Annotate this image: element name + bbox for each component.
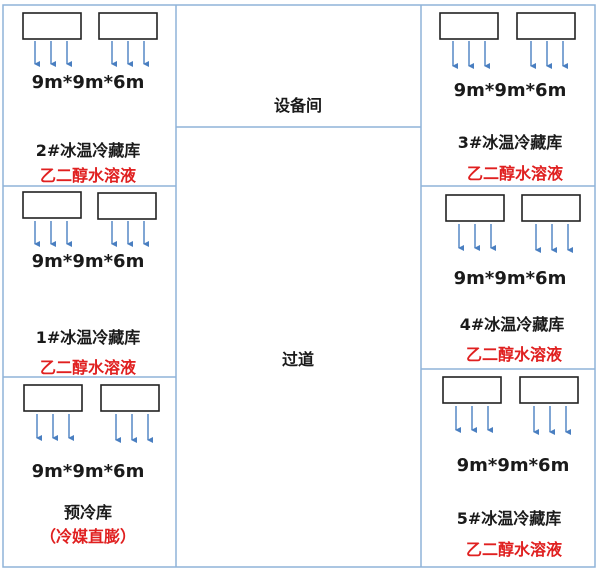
corridor-label: 过道 xyxy=(282,350,314,369)
room-name: 5#冰温冷藏库 xyxy=(457,509,562,528)
room-name: 预冷库 xyxy=(64,503,112,522)
evaporator-unit xyxy=(23,384,83,412)
airflow-arrows xyxy=(458,224,573,253)
room-name: 3#冰温冷藏库 xyxy=(458,133,563,152)
room-name: 2#冰温冷藏库 xyxy=(36,141,141,160)
evaporator-unit xyxy=(22,12,82,40)
room-dimensions: 9m*9m*6m xyxy=(32,461,145,482)
refrigerant-medium: 乙二醇水溶液 xyxy=(40,166,137,185)
airflow-arrows xyxy=(34,221,149,247)
airflow-arrows xyxy=(452,41,568,69)
room-5: 9m*9m*6m 5#冰温冷藏库 乙二醇水溶液 xyxy=(442,376,579,559)
evaporator-unit xyxy=(100,384,160,412)
refrigerant-medium: 乙二醇水溶液 xyxy=(467,164,564,183)
evaporator-unit xyxy=(442,376,502,404)
room-dimensions: 9m*9m*6m xyxy=(454,80,567,101)
evaporator-unit xyxy=(439,12,499,40)
room-2: 9m*9m*6m 2#冰温冷藏库 乙二醇水溶液 xyxy=(22,12,158,185)
room-name: 1#冰温冷藏库 xyxy=(36,328,141,347)
room-name: 4#冰温冷藏库 xyxy=(460,315,565,334)
room-4: 9m*9m*6m 4#冰温冷藏库 乙二醇水溶液 xyxy=(445,194,581,364)
equipment-room-label: 设备间 xyxy=(274,96,322,115)
airflow-arrows xyxy=(455,406,571,435)
room-precool: 9m*9m*6m 预冷库 （冷媒直膨） xyxy=(23,384,160,546)
evaporator-unit xyxy=(445,194,505,222)
evaporator-unit xyxy=(98,12,158,40)
refrigerant-medium: （冷媒直膨） xyxy=(40,527,136,546)
room-1: 9m*9m*6m 1#冰温冷藏库 乙二醇水溶液 xyxy=(22,191,157,377)
evaporator-unit xyxy=(519,376,579,404)
room-dimensions: 9m*9m*6m xyxy=(32,251,145,272)
refrigerant-medium: 乙二醇水溶液 xyxy=(40,358,137,377)
evaporator-unit xyxy=(97,192,157,220)
room-dimensions: 9m*9m*6m xyxy=(457,455,570,476)
building-outline xyxy=(2,4,596,568)
evaporator-unit xyxy=(516,12,576,40)
refrigerant-medium: 乙二醇水溶液 xyxy=(466,345,563,364)
airflow-arrows xyxy=(36,414,153,443)
evaporator-unit xyxy=(22,191,82,219)
room-3: 9m*9m*6m 3#冰温冷藏库 乙二醇水溶液 xyxy=(439,12,576,183)
evaporator-unit xyxy=(521,194,581,222)
refrigerant-medium: 乙二醇水溶液 xyxy=(466,540,563,559)
room-dimensions: 9m*9m*6m xyxy=(32,72,145,93)
airflow-arrows xyxy=(34,41,149,67)
room-dimensions: 9m*9m*6m xyxy=(454,268,567,289)
